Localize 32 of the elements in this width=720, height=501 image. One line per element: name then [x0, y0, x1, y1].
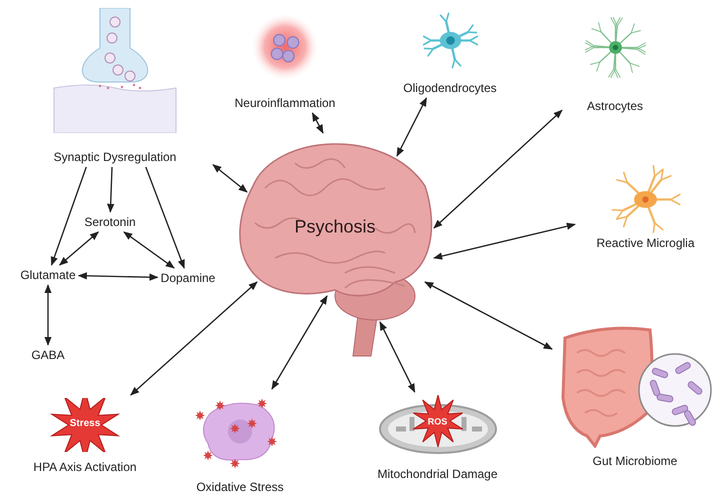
- arrow: [271, 295, 328, 390]
- burst-label: ROS: [428, 418, 448, 426]
- burst-label: Stress: [70, 419, 100, 429]
- node-label: Synaptic Dysregulation: [54, 150, 176, 164]
- arrow: [78, 272, 159, 281]
- arrow: [424, 281, 553, 350]
- arrow: [44, 284, 52, 346]
- node-label: Mitochondrial Damage: [377, 467, 498, 481]
- arrow: [379, 321, 416, 393]
- arrow: [312, 112, 324, 134]
- node-label: Glutamate: [20, 268, 76, 282]
- node-label: Reactive Microglia: [596, 236, 695, 250]
- node-label: GABA: [31, 348, 65, 362]
- arrow: [433, 110, 563, 229]
- arrow: [123, 231, 175, 269]
- center-label: Psychosis: [294, 216, 376, 238]
- arrow: [396, 97, 427, 157]
- node-label: HPA Axis Activation: [33, 460, 137, 474]
- arrow: [212, 164, 248, 193]
- arrow: [433, 222, 576, 260]
- arrow: [107, 166, 114, 213]
- node-label: Gut Microbiome: [592, 454, 678, 468]
- arrow: [145, 166, 185, 269]
- arrow: [59, 231, 99, 266]
- node-label: Astrocytes: [586, 99, 643, 113]
- node-label: Dopamine: [160, 271, 216, 285]
- arrow: [50, 166, 87, 266]
- node-label: Serotonin: [84, 215, 136, 229]
- arrow: [130, 281, 258, 396]
- node-label: Oxidative Stress: [196, 480, 284, 494]
- node-label: Oligodendrocytes: [403, 81, 497, 95]
- node-label: Neuroinflammation: [234, 96, 336, 110]
